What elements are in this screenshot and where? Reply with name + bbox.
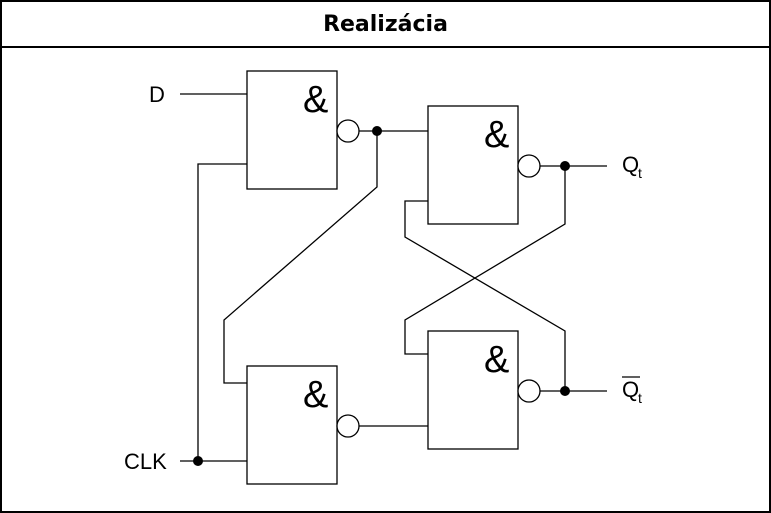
label-qbar: Q [622,377,639,402]
junction-q [560,161,570,171]
title-bar: Realizácia [2,2,769,48]
gate-3-symbol: & [484,339,509,381]
junction-clk [193,456,203,466]
wire-q-feedback [404,166,566,355]
page-title: Realizácia [323,11,448,37]
nand-gate-4 [246,365,338,485]
wire-qbar-feedback [404,200,566,391]
label-q-subscript: t [638,165,642,181]
gate-3-bubble [517,379,541,403]
gate-4-bubble [336,414,360,438]
gate-1-symbol: & [303,79,328,121]
label-d: D [149,82,165,107]
wire-gate-1-to-gate-4 [223,131,378,384]
gate-4-symbol: & [303,374,328,416]
nand-gate-3 [427,330,519,450]
gate-1-bubble [336,119,360,143]
gate-2-bubble [517,154,541,178]
nand-gate-1 [246,70,338,190]
label-q: Q [622,152,639,177]
wire-clk-to-gate-1 [197,163,247,461]
junction-gate-1 [372,126,382,136]
label-qbar-subscript: t [638,390,642,406]
gate-2-symbol: & [484,114,509,156]
junction-qbar [560,386,570,396]
label-clk: CLK [124,449,167,474]
